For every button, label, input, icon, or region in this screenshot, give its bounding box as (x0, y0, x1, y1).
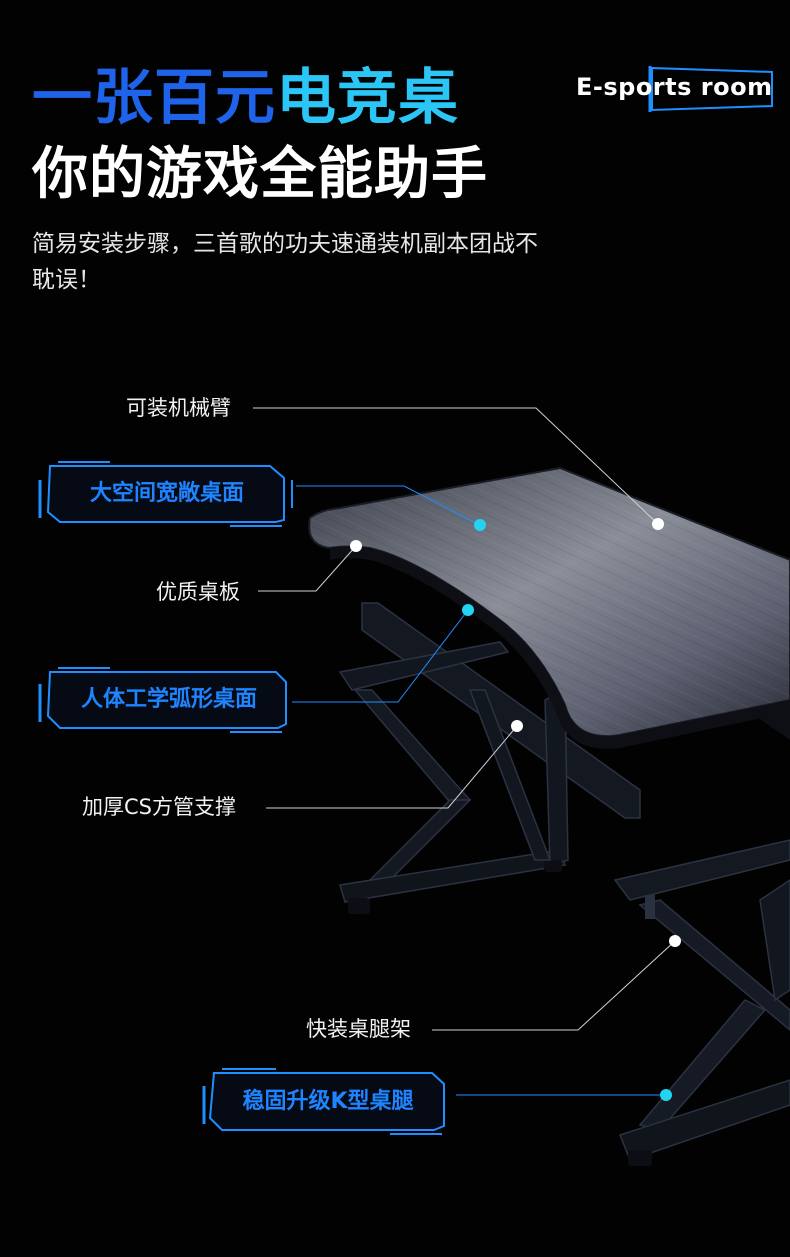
ergonomic-badge-frame (38, 667, 287, 733)
headline-line1: 一张百元电竞桌 (32, 62, 459, 134)
brand-frame (648, 66, 773, 112)
board-leader-line (258, 545, 357, 592)
headline-part1: 一张百元 (32, 63, 276, 133)
wide-badge-frame (38, 461, 293, 527)
arm-dot (652, 518, 664, 530)
ergonomic-leader-line (292, 609, 469, 703)
frame-dot (669, 935, 681, 947)
subtitle: 简易安装步骤，三首歌的功夫速通装机副本团战不耽误！ (32, 231, 538, 293)
brand-text: E-sports room (576, 73, 773, 101)
desk-frame (338, 602, 790, 1166)
support-dot (511, 720, 523, 732)
desk-top (308, 466, 790, 749)
ergonomic-badge-label: 人体工学弧形桌面 (80, 687, 257, 712)
wide-dot (474, 519, 486, 531)
wide-leader-line (296, 485, 481, 526)
support-label: 加厚CS方管支撑 (82, 795, 236, 819)
support-leader-line (266, 725, 518, 809)
legs-badge-label: 稳固升级K型桌腿 (242, 1089, 414, 1114)
arm-label: 可装机械臂 (126, 396, 231, 420)
callout-lines (253, 407, 676, 1096)
headline-line2: 你的游戏全能助手 (32, 142, 488, 207)
frame-leader-line (432, 940, 676, 1031)
callout-dots (350, 518, 681, 1101)
brand-badge: E-sports room (574, 66, 774, 112)
wide-badge-label: 大空间宽敞桌面 (89, 481, 244, 506)
ergonomic-dot (462, 604, 474, 616)
arm-leader-line (253, 407, 659, 525)
frame-label: 快装桌腿架 (306, 1017, 411, 1041)
legs-dot (660, 1089, 672, 1101)
legs-badge-frame (202, 1068, 445, 1135)
headline-part2: 电竞桌 (276, 63, 459, 133)
badge-frames (38, 461, 445, 1135)
board-label: 优质桌板 (156, 580, 240, 604)
board-dot (350, 540, 362, 552)
